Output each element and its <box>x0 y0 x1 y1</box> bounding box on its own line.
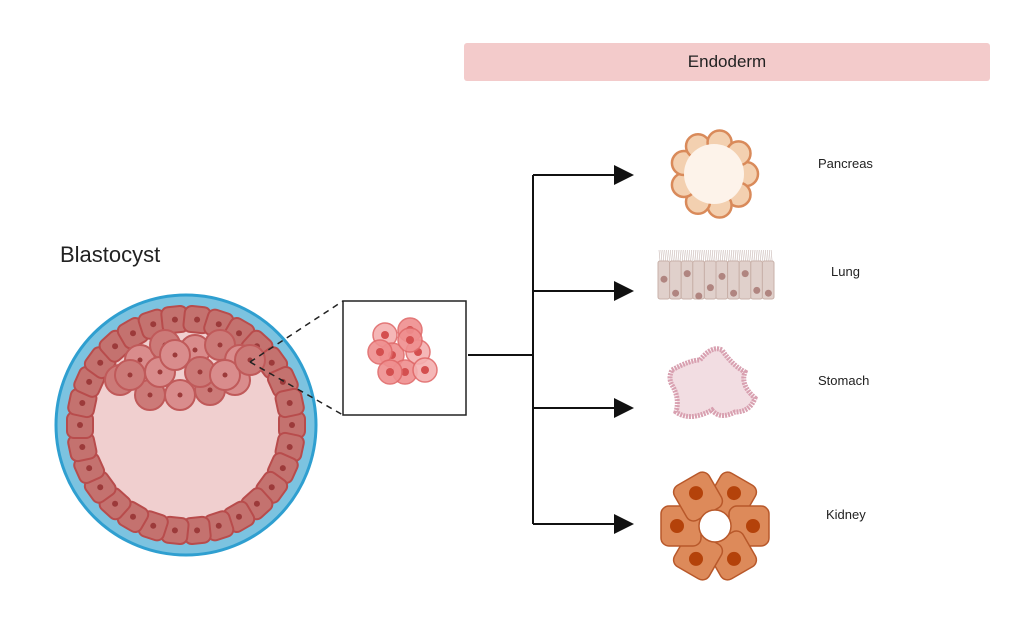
stomach-icon <box>667 346 758 419</box>
lung-epithelium-icon <box>657 249 775 300</box>
label-pancreas: Pancreas <box>818 156 873 171</box>
branch-connector <box>468 165 634 534</box>
label-lung: Lung <box>831 264 860 279</box>
label-kidney: Kidney <box>826 507 866 522</box>
blastocyst-title: Blastocyst <box>60 242 161 267</box>
endoderm-banner: Endoderm <box>464 43 990 81</box>
kidney-icon <box>660 471 770 581</box>
label-stomach: Stomach <box>818 373 870 388</box>
pancreas-icon <box>670 129 760 219</box>
blastocyst-icon <box>54 293 318 557</box>
inner-cell-mass-zoom-box <box>249 300 467 416</box>
